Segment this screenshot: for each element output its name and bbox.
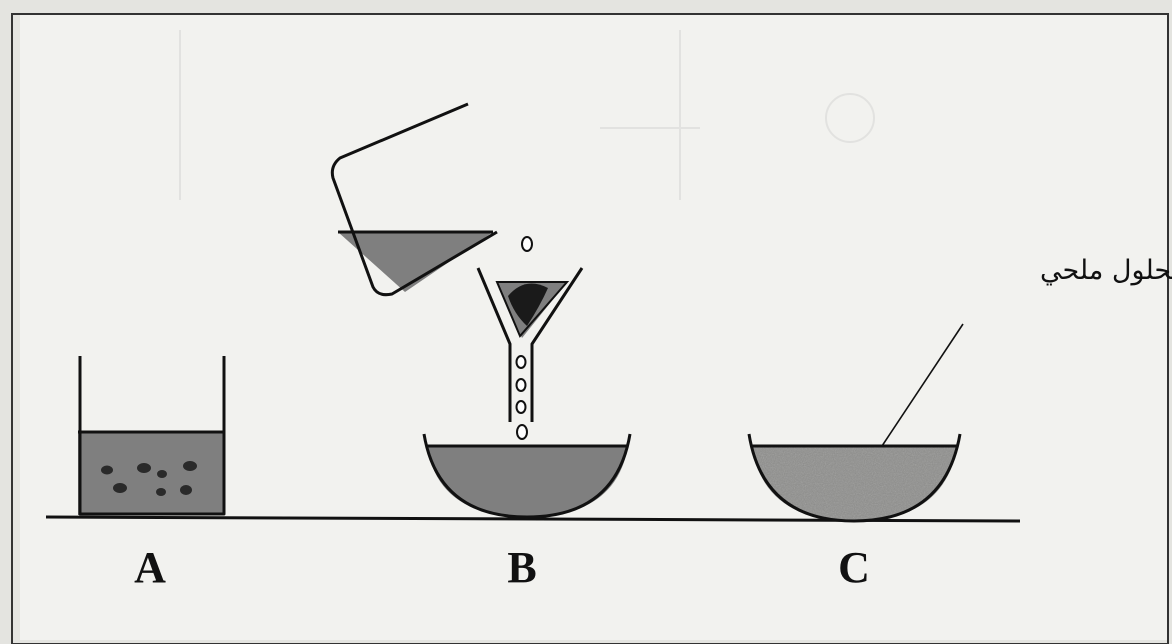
funnel-outline	[476, 267, 584, 422]
dish-outline	[422, 433, 632, 519]
salt-solution-pointer-line	[881, 323, 964, 447]
label-b: B	[507, 543, 536, 592]
pouring-beaker-outline	[330, 102, 498, 297]
particle	[157, 470, 167, 478]
evaporating-dish-outline	[747, 433, 962, 523]
particle	[113, 483, 127, 493]
collecting-dish	[422, 433, 632, 519]
falling-drop	[521, 236, 533, 252]
filtration-setup-icon	[330, 102, 632, 519]
drip-drop	[515, 355, 527, 369]
pouring-beaker	[330, 102, 498, 297]
label-c: C	[838, 543, 870, 592]
particle	[156, 488, 166, 496]
particle	[183, 461, 197, 471]
suspended-particles	[101, 461, 197, 496]
beaker-outline	[78, 356, 226, 516]
pouring-beaker-liquid	[338, 232, 493, 292]
paper-sheet	[20, 14, 1168, 640]
filter-paper	[495, 281, 570, 338]
beaker-with-suspended-particles-icon	[78, 356, 226, 516]
drip-drop	[515, 378, 527, 392]
bleed-through-marks	[179, 30, 875, 200]
label-a: A	[134, 543, 166, 592]
filtrate-liquid	[427, 446, 628, 517]
salt-solution-label: محلول ملحي	[1040, 255, 1172, 286]
filter-funnel	[476, 267, 584, 422]
residue	[508, 283, 548, 326]
beaker-liquid	[78, 432, 224, 515]
drip-drop	[515, 400, 527, 414]
particle	[180, 485, 192, 495]
particle	[101, 465, 113, 475]
filtrate-drop	[516, 424, 528, 440]
particle	[137, 463, 151, 473]
frame-border	[11, 13, 1169, 644]
